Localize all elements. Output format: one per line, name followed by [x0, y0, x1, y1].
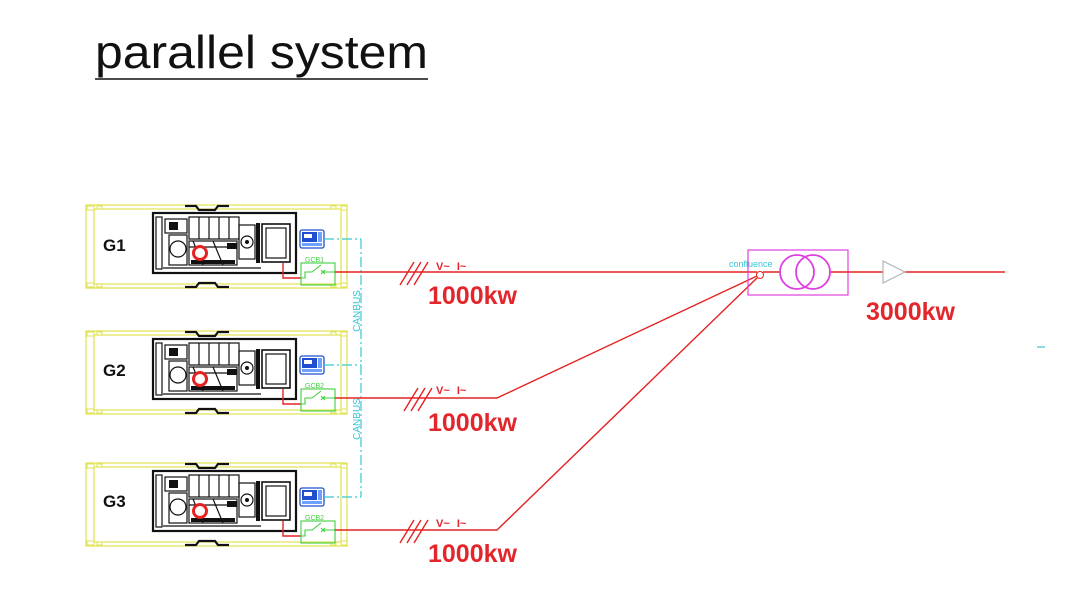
genset-g2: G2 GCB2 [84, 329, 361, 416]
breaker-box [300, 262, 336, 286]
unit-label: G2 [103, 361, 126, 380]
breaker-switch-symbol [301, 522, 335, 537]
power-label: 1000kw [428, 409, 518, 437]
unit-label: G3 [103, 492, 126, 511]
controller-icon [299, 355, 325, 375]
signal-label: V~ I~ [436, 261, 467, 273]
page-title: parallel system [95, 26, 428, 78]
three-phase-ticks [399, 261, 429, 286]
signal-label: V~ I~ [436, 518, 467, 530]
feeder-line [335, 275, 758, 399]
controller-icon [299, 487, 325, 507]
generator-feed-line [282, 521, 301, 537]
breaker-label: GCB1 [305, 257, 324, 264]
confluence-label: confluence [729, 259, 773, 269]
feeder-g2: V~ I~ 1000kw [335, 275, 758, 437]
breaker-label: GCB2 [305, 383, 324, 390]
output-arrow-icon [882, 260, 907, 284]
breaker-switch-symbol [301, 264, 335, 279]
output-power-label: 3000kw [866, 298, 956, 326]
generator-feed-line [282, 389, 301, 405]
transformer-winding-primary [779, 254, 815, 290]
unit-label: G1 [103, 236, 126, 255]
confluence-transformer: confluence [729, 249, 849, 296]
breaker-gcb: GCB2 [300, 383, 336, 412]
three-phase-ticks [403, 387, 433, 412]
engine-drawing [151, 211, 298, 275]
signal-label: V~ I~ [436, 385, 467, 397]
power-label: 1000kw [428, 282, 518, 310]
breaker-gcb: GCB1 [300, 257, 336, 286]
feeder-line [335, 277, 758, 531]
breaker-switch-symbol [301, 390, 335, 405]
generator-feed-line [282, 263, 301, 279]
breaker-box [300, 388, 336, 412]
engine-drawing [151, 337, 298, 401]
feeder-g3: V~ I~ 1000kw [335, 277, 758, 568]
breaker-gcb: GCB2 [300, 515, 336, 544]
engine-drawing [151, 469, 298, 533]
breaker-label: GCB2 [305, 515, 324, 522]
canbus-label: CANBUS [352, 398, 363, 440]
feeder-g1: V~ I~ 1000kw [335, 261, 757, 310]
genset-g3: G3 GCB2 [84, 461, 361, 548]
confluence-node [756, 271, 764, 279]
breaker-box [300, 520, 336, 544]
controller-icon [299, 229, 325, 249]
genset-g1: G1 GCB1 [84, 203, 361, 290]
transformer-winding-secondary [795, 254, 831, 290]
three-phase-ticks [399, 519, 429, 544]
canbus-label: CANBUS [352, 290, 363, 332]
power-label: 1000kw [428, 540, 518, 568]
